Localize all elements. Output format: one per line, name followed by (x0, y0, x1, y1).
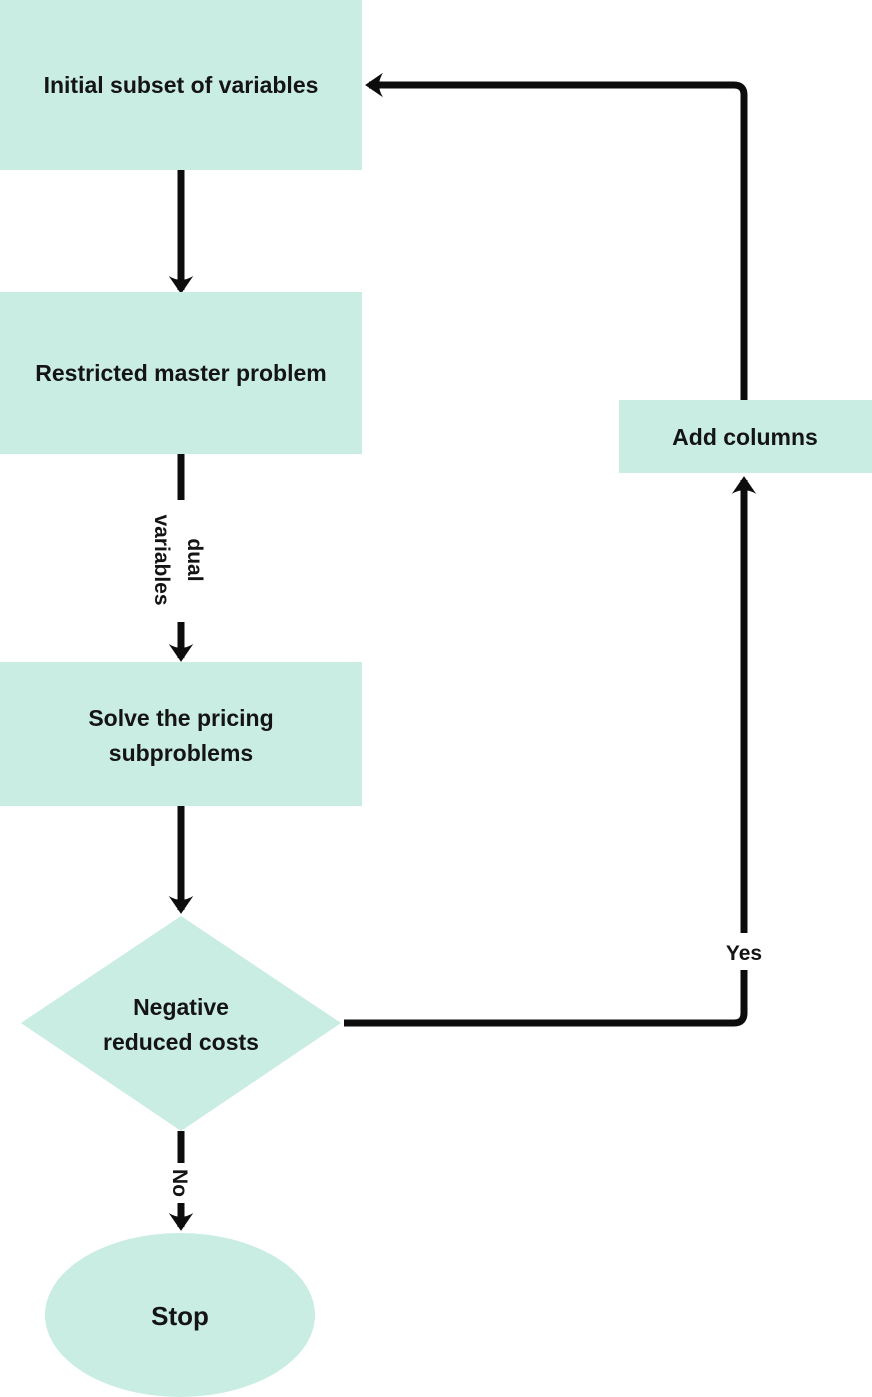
node-add-columns-box (619, 400, 872, 473)
node-master-label: Restricted master problem (35, 360, 326, 386)
node-initial: Initial subset of variables (0, 0, 362, 170)
edge-label-dual-line2: variables (150, 514, 173, 605)
node-pricing-label-line1: Solve the pricing (88, 705, 273, 731)
edge-addcolumns-to-initial (365, 72, 748, 400)
node-stop-ellipse (45, 1233, 315, 1397)
node-add-columns-label: Add columns (672, 424, 818, 450)
edge-label-yes: Yes (726, 942, 762, 965)
node-pricing-label-line2: subproblems (109, 740, 253, 766)
node-decision-label-line2: reduced costs (103, 1029, 259, 1055)
node-decision: Negative reduced costs (21, 916, 341, 1131)
node-stop: Stop (45, 1233, 315, 1397)
edge-label-no: No (168, 1169, 191, 1197)
edge-label-dual-line1: dual (183, 538, 206, 581)
node-initial-label: Initial subset of variables (44, 72, 319, 98)
edge-decision-to-addcolumns-lower (344, 970, 748, 1027)
node-master: Restricted master problem (0, 292, 362, 454)
edges (168, 72, 757, 1231)
node-decision-diamond (21, 916, 341, 1131)
node-pricing-box (0, 662, 362, 806)
edge-label-dual-variables: dual variables (150, 514, 206, 605)
node-stop-label: Stop (151, 1301, 209, 1331)
node-master-box (0, 292, 362, 454)
node-add-columns: Add columns (619, 400, 872, 473)
node-pricing: Solve the pricing subproblems (0, 662, 362, 806)
node-decision-label-line1: Negative (133, 994, 229, 1020)
node-initial-box (0, 0, 362, 170)
